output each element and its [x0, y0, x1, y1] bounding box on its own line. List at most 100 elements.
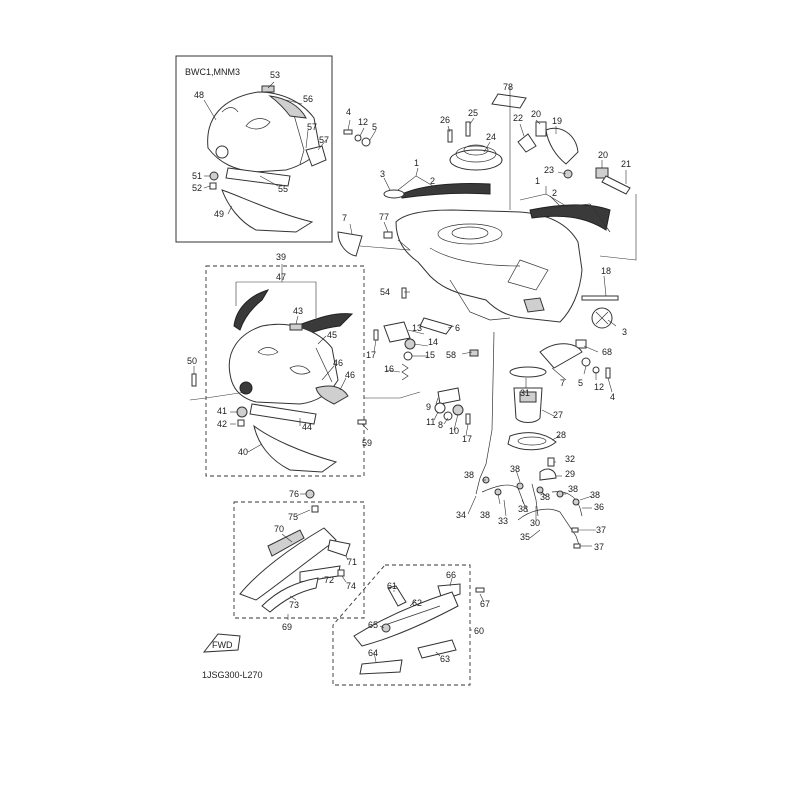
tank-logo [523, 297, 545, 313]
trim-73 [261, 577, 319, 613]
clip-38f [572, 498, 580, 506]
gasket-3a [383, 189, 405, 199]
callout-20b: 20 [598, 150, 608, 160]
callout-37b: 37 [594, 542, 604, 552]
callout-7a: 7 [342, 213, 347, 223]
callout-53: 53 [270, 70, 280, 80]
callout-67: 67 [480, 599, 490, 609]
callout-74: 74 [346, 581, 356, 591]
callout-14: 14 [428, 337, 438, 347]
inset-box-bwc1-mnm3 [175, 55, 333, 243]
callout-78: 78 [503, 82, 513, 92]
callout-38f: 38 [518, 504, 528, 514]
callout-44: 44 [302, 422, 312, 432]
callout-5a: 5 [372, 122, 377, 132]
pad-6 [419, 317, 453, 335]
callout-8: 8 [438, 420, 443, 430]
collar-15 [403, 351, 413, 361]
clamp-23 [563, 169, 573, 179]
callout-3a: 3 [380, 169, 385, 179]
callout-7b: 7 [560, 378, 565, 388]
nut-14 [404, 338, 416, 350]
fuel-pump-bracket-19 [545, 127, 579, 165]
callout-76: 76 [289, 489, 299, 499]
callout-66: 66 [446, 570, 456, 580]
inner-panel-49 [221, 189, 314, 233]
callout-59: 59 [362, 438, 372, 448]
group-box-39 [205, 265, 365, 477]
trim-63 [417, 639, 457, 659]
callout-35: 35 [520, 532, 530, 542]
screw-65 [381, 623, 391, 633]
graphic-47-left [233, 289, 270, 331]
callout-20a: 20 [531, 109, 541, 119]
grommet-51 [209, 171, 219, 181]
callout-75: 75 [288, 512, 298, 522]
callout-33: 33 [498, 516, 508, 526]
callout-62: 62 [412, 598, 422, 608]
callout-77: 77 [379, 212, 389, 222]
callout-19: 19 [552, 116, 562, 126]
callout-29: 29 [565, 469, 575, 479]
callout-25: 25 [468, 108, 478, 118]
trim-70b [267, 529, 305, 557]
bolt-4b [605, 367, 611, 379]
group-box-69 [233, 501, 365, 619]
bolt-25 [465, 121, 471, 137]
callout-26: 26 [440, 115, 450, 125]
screw-75 [311, 505, 319, 513]
emblem-43 [289, 323, 303, 331]
callout-65: 65 [368, 620, 378, 630]
callout-15: 15 [425, 350, 435, 360]
clip-38d [536, 486, 544, 494]
callout-46a: 46 [333, 358, 343, 368]
callout-24: 24 [486, 132, 496, 142]
callout-11: 11 [426, 417, 435, 427]
bolt-26 [447, 129, 453, 143]
bolt-59 [357, 419, 367, 425]
callout-69: 69 [282, 622, 292, 632]
callout-38e: 38 [480, 510, 490, 520]
bolt-17b [465, 413, 471, 425]
callout-4b: 4 [610, 392, 615, 402]
fwd-arrow-icon: FWD [202, 633, 241, 653]
grommet-41 [236, 406, 248, 418]
clip-77 [383, 231, 393, 239]
callout-56: 56 [303, 94, 313, 104]
bracket-9 [437, 387, 461, 405]
graphic-2-left [401, 183, 491, 199]
bolt-4a [343, 129, 353, 135]
bolt-54 [401, 287, 407, 299]
callout-16: 16 [384, 364, 394, 374]
callout-41: 41 [217, 406, 227, 416]
mirror-cover-57 [305, 145, 327, 167]
leader-lines [189, 81, 637, 663]
bolt-32 [547, 457, 555, 467]
bolt-37a [571, 527, 579, 533]
callout-1b: 1 [535, 176, 540, 186]
bolt-50 [191, 373, 197, 387]
fuel-tank-assembly [337, 93, 631, 549]
callout-32: 32 [565, 454, 575, 464]
callout-38g: 38 [540, 492, 550, 502]
cap-20a [535, 121, 547, 137]
headlight-41 [239, 381, 253, 395]
side-panel-assembly-69 [239, 489, 351, 613]
fuel-cap-24 [449, 149, 503, 171]
hose-clamp-29 [539, 468, 557, 481]
callout-46b: 46 [345, 370, 355, 380]
grommet-58 [469, 349, 479, 357]
callout-12b: 12 [594, 382, 604, 392]
callout-58: 58 [446, 350, 456, 360]
callout-38d: 38 [590, 490, 600, 500]
callout-5b: 5 [578, 378, 583, 388]
bracket-61 [387, 585, 407, 607]
callout-57: 57 [307, 122, 317, 132]
pad-7a [337, 231, 363, 257]
callout-72: 72 [324, 575, 334, 585]
group-box-60 [332, 564, 471, 686]
callout-52: 52 [192, 183, 202, 193]
pad-7b [539, 343, 583, 369]
inset-cowling [207, 85, 327, 233]
callout-2a: 2 [430, 176, 435, 186]
